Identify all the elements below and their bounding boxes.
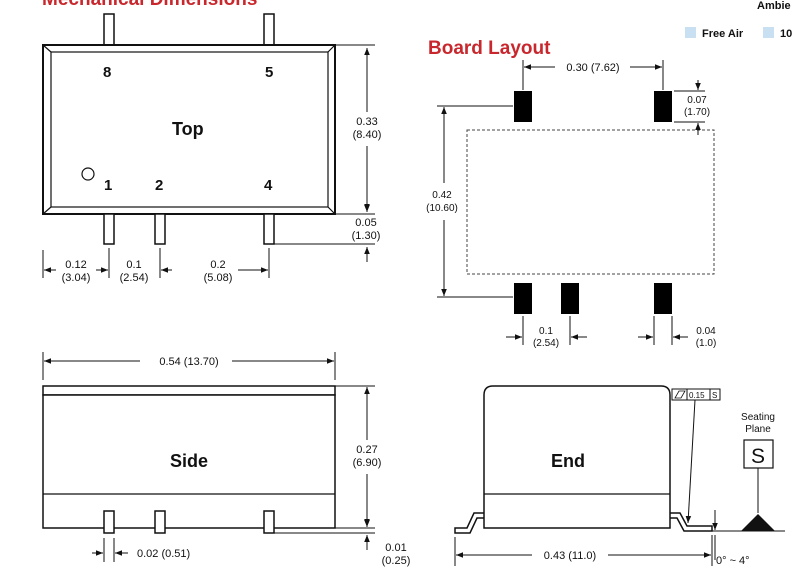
board-height-in: 0.42 xyxy=(432,190,452,201)
pin-5-lead xyxy=(263,13,275,46)
top-pin-length-in: 0.05 xyxy=(355,217,376,229)
end-view-label: End xyxy=(551,451,585,471)
flatness-frame xyxy=(671,388,721,401)
board-width-dim: 0.30 (7.62) xyxy=(566,62,619,74)
board-pad-height-in: 0.07 xyxy=(687,95,707,106)
top-height-mm: (8.40) xyxy=(353,129,382,141)
top-span-mm: (5.08) xyxy=(204,272,233,284)
pad-8 xyxy=(514,91,532,122)
side-height-mm: (6.90) xyxy=(353,457,382,469)
pad-5 xyxy=(654,91,672,122)
top-span-in: 0.2 xyxy=(210,259,225,271)
seating-plane-symbol: S xyxy=(751,445,765,468)
top-height-in: 0.33 xyxy=(356,116,377,128)
board-layout-title: Board Layout xyxy=(428,38,551,59)
side-pin-4 xyxy=(263,510,275,534)
pin-1-label: 1 xyxy=(104,177,112,194)
pin-2-label: 2 xyxy=(155,177,163,194)
pin-1-marker xyxy=(81,167,95,181)
pin-1-lead xyxy=(103,213,115,245)
side-length-dim: 0.54 (13.70) xyxy=(159,356,218,368)
seating-label-1: Seating xyxy=(741,412,775,423)
side-height-in: 0.27 xyxy=(356,444,377,456)
pad-2 xyxy=(561,283,579,314)
side-pin-width-dim: 0.02 (0.51) xyxy=(137,548,190,560)
side-pin-2 xyxy=(154,510,166,534)
board-layout-view: 0.30 (7.62) 0.07 (1.70) 0.42 (10.60) 0.1… xyxy=(426,60,716,349)
flatness-icon xyxy=(674,390,686,399)
end-lead-right xyxy=(670,512,713,532)
pin-8-lead xyxy=(103,13,115,46)
legend-free-air: Free Air xyxy=(702,28,744,40)
side-view: 0.54 (13.70) Side 0.27 (6.90) 0.01 (0.25… xyxy=(42,352,411,567)
top-pin-length-mm: (1.30) xyxy=(352,230,381,242)
side-body-outline xyxy=(42,394,336,529)
legend-second: 10 xyxy=(780,28,792,40)
top-view-label: Top xyxy=(172,119,204,139)
top-body-outline xyxy=(42,44,336,215)
end-lead-left xyxy=(454,512,484,534)
end-body-outline xyxy=(483,385,671,529)
side-pin-1 xyxy=(103,510,115,534)
side-standoff-in: 0.01 xyxy=(385,542,406,554)
pin-2-lead xyxy=(154,213,166,245)
pin-4-label: 4 xyxy=(264,177,273,194)
top-body-inner xyxy=(50,51,329,208)
pad-4 xyxy=(654,283,672,314)
mechanical-dimensions-title: Mechanical Dimensions xyxy=(42,0,257,10)
free-air-swatch xyxy=(685,27,696,38)
pin-5-label: 5 xyxy=(265,64,273,81)
top-edge-mm: (3.04) xyxy=(62,272,91,284)
end-view: End 0.43 (11.0) 0.15 S Seating Plane S 0… xyxy=(454,385,785,567)
legend-second-swatch xyxy=(763,27,774,38)
board-pad-width-mm: (1.0) xyxy=(696,338,717,349)
end-width-dim: 0.43 (11.0) xyxy=(544,550,596,562)
side-view-label: Side xyxy=(170,451,208,471)
flatness-value: 0.15 xyxy=(689,391,705,400)
pin-8-label: 8 xyxy=(103,64,111,81)
flatness-ref: S xyxy=(712,391,717,400)
pad-1 xyxy=(514,283,532,314)
board-pitch-mm: (2.54) xyxy=(533,338,559,349)
top-pitch-mm: (2.54) xyxy=(120,272,149,284)
board-pad-width-in: 0.04 xyxy=(696,326,716,337)
top-pitch-in: 0.1 xyxy=(126,259,141,271)
pin-4-lead xyxy=(263,213,275,245)
board-outline xyxy=(466,129,715,275)
top-edge-in: 0.12 xyxy=(65,259,86,271)
top-view: 8 5 Top 1 2 4 0.33 (8.40) 0.05 (1.30) 0.… xyxy=(42,13,382,284)
ambient-label: Ambie xyxy=(757,0,791,12)
board-pad-height-mm: (1.70) xyxy=(684,107,710,118)
board-height-mm: (10.60) xyxy=(426,203,458,214)
seating-plane-triangle xyxy=(741,514,775,531)
seating-label-2: Plane xyxy=(745,424,771,435)
board-pitch-in: 0.1 xyxy=(539,326,553,337)
end-angle-dim: 0° ~ 4° xyxy=(716,555,750,567)
side-standoff-mm: (0.25) xyxy=(382,555,411,567)
